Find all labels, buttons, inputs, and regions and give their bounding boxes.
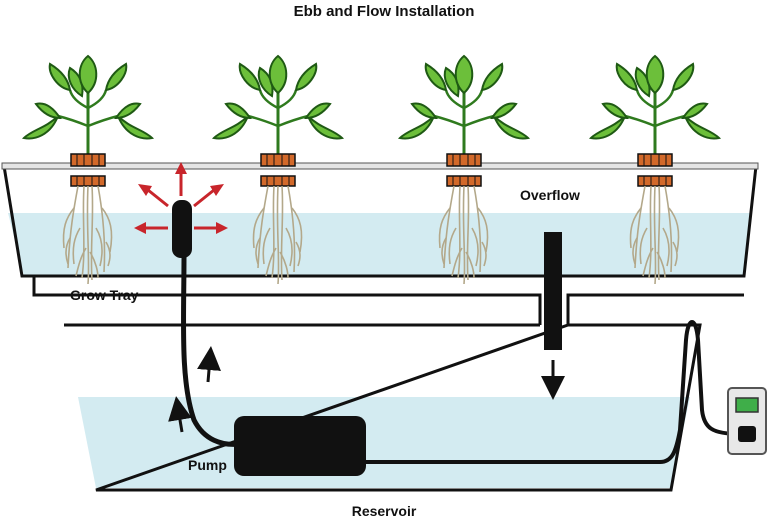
red-arrow-icon: [175, 162, 187, 196]
red-arrow-icon: [134, 222, 168, 234]
power-cord: [366, 320, 741, 464]
arrow-icon: [197, 346, 221, 383]
red-arrow-icon: [194, 222, 228, 234]
label-reservoir: Reservoir: [352, 503, 417, 519]
label-pump: Pump: [188, 457, 227, 473]
red-arrow-icon: [193, 184, 224, 208]
reservoir-water: [78, 397, 690, 488]
drain-channel: [32, 276, 744, 325]
label-grow-tray: Grow Tray: [70, 287, 139, 303]
sprayer-nozzle: [172, 200, 192, 258]
pump: [234, 416, 366, 476]
red-arrow-icon: [138, 184, 169, 208]
grow-tray: [2, 165, 758, 278]
label-overflow: Overflow: [520, 187, 580, 203]
overflow-pipe: [544, 232, 562, 350]
spray-arrows: [134, 162, 228, 234]
outlet-timer-icon: [727, 387, 767, 455]
grow-tray-lid: [1, 162, 759, 170]
diagram-title: Ebb and Flow Installation: [294, 3, 475, 20]
arrow-icon: [168, 396, 192, 433]
